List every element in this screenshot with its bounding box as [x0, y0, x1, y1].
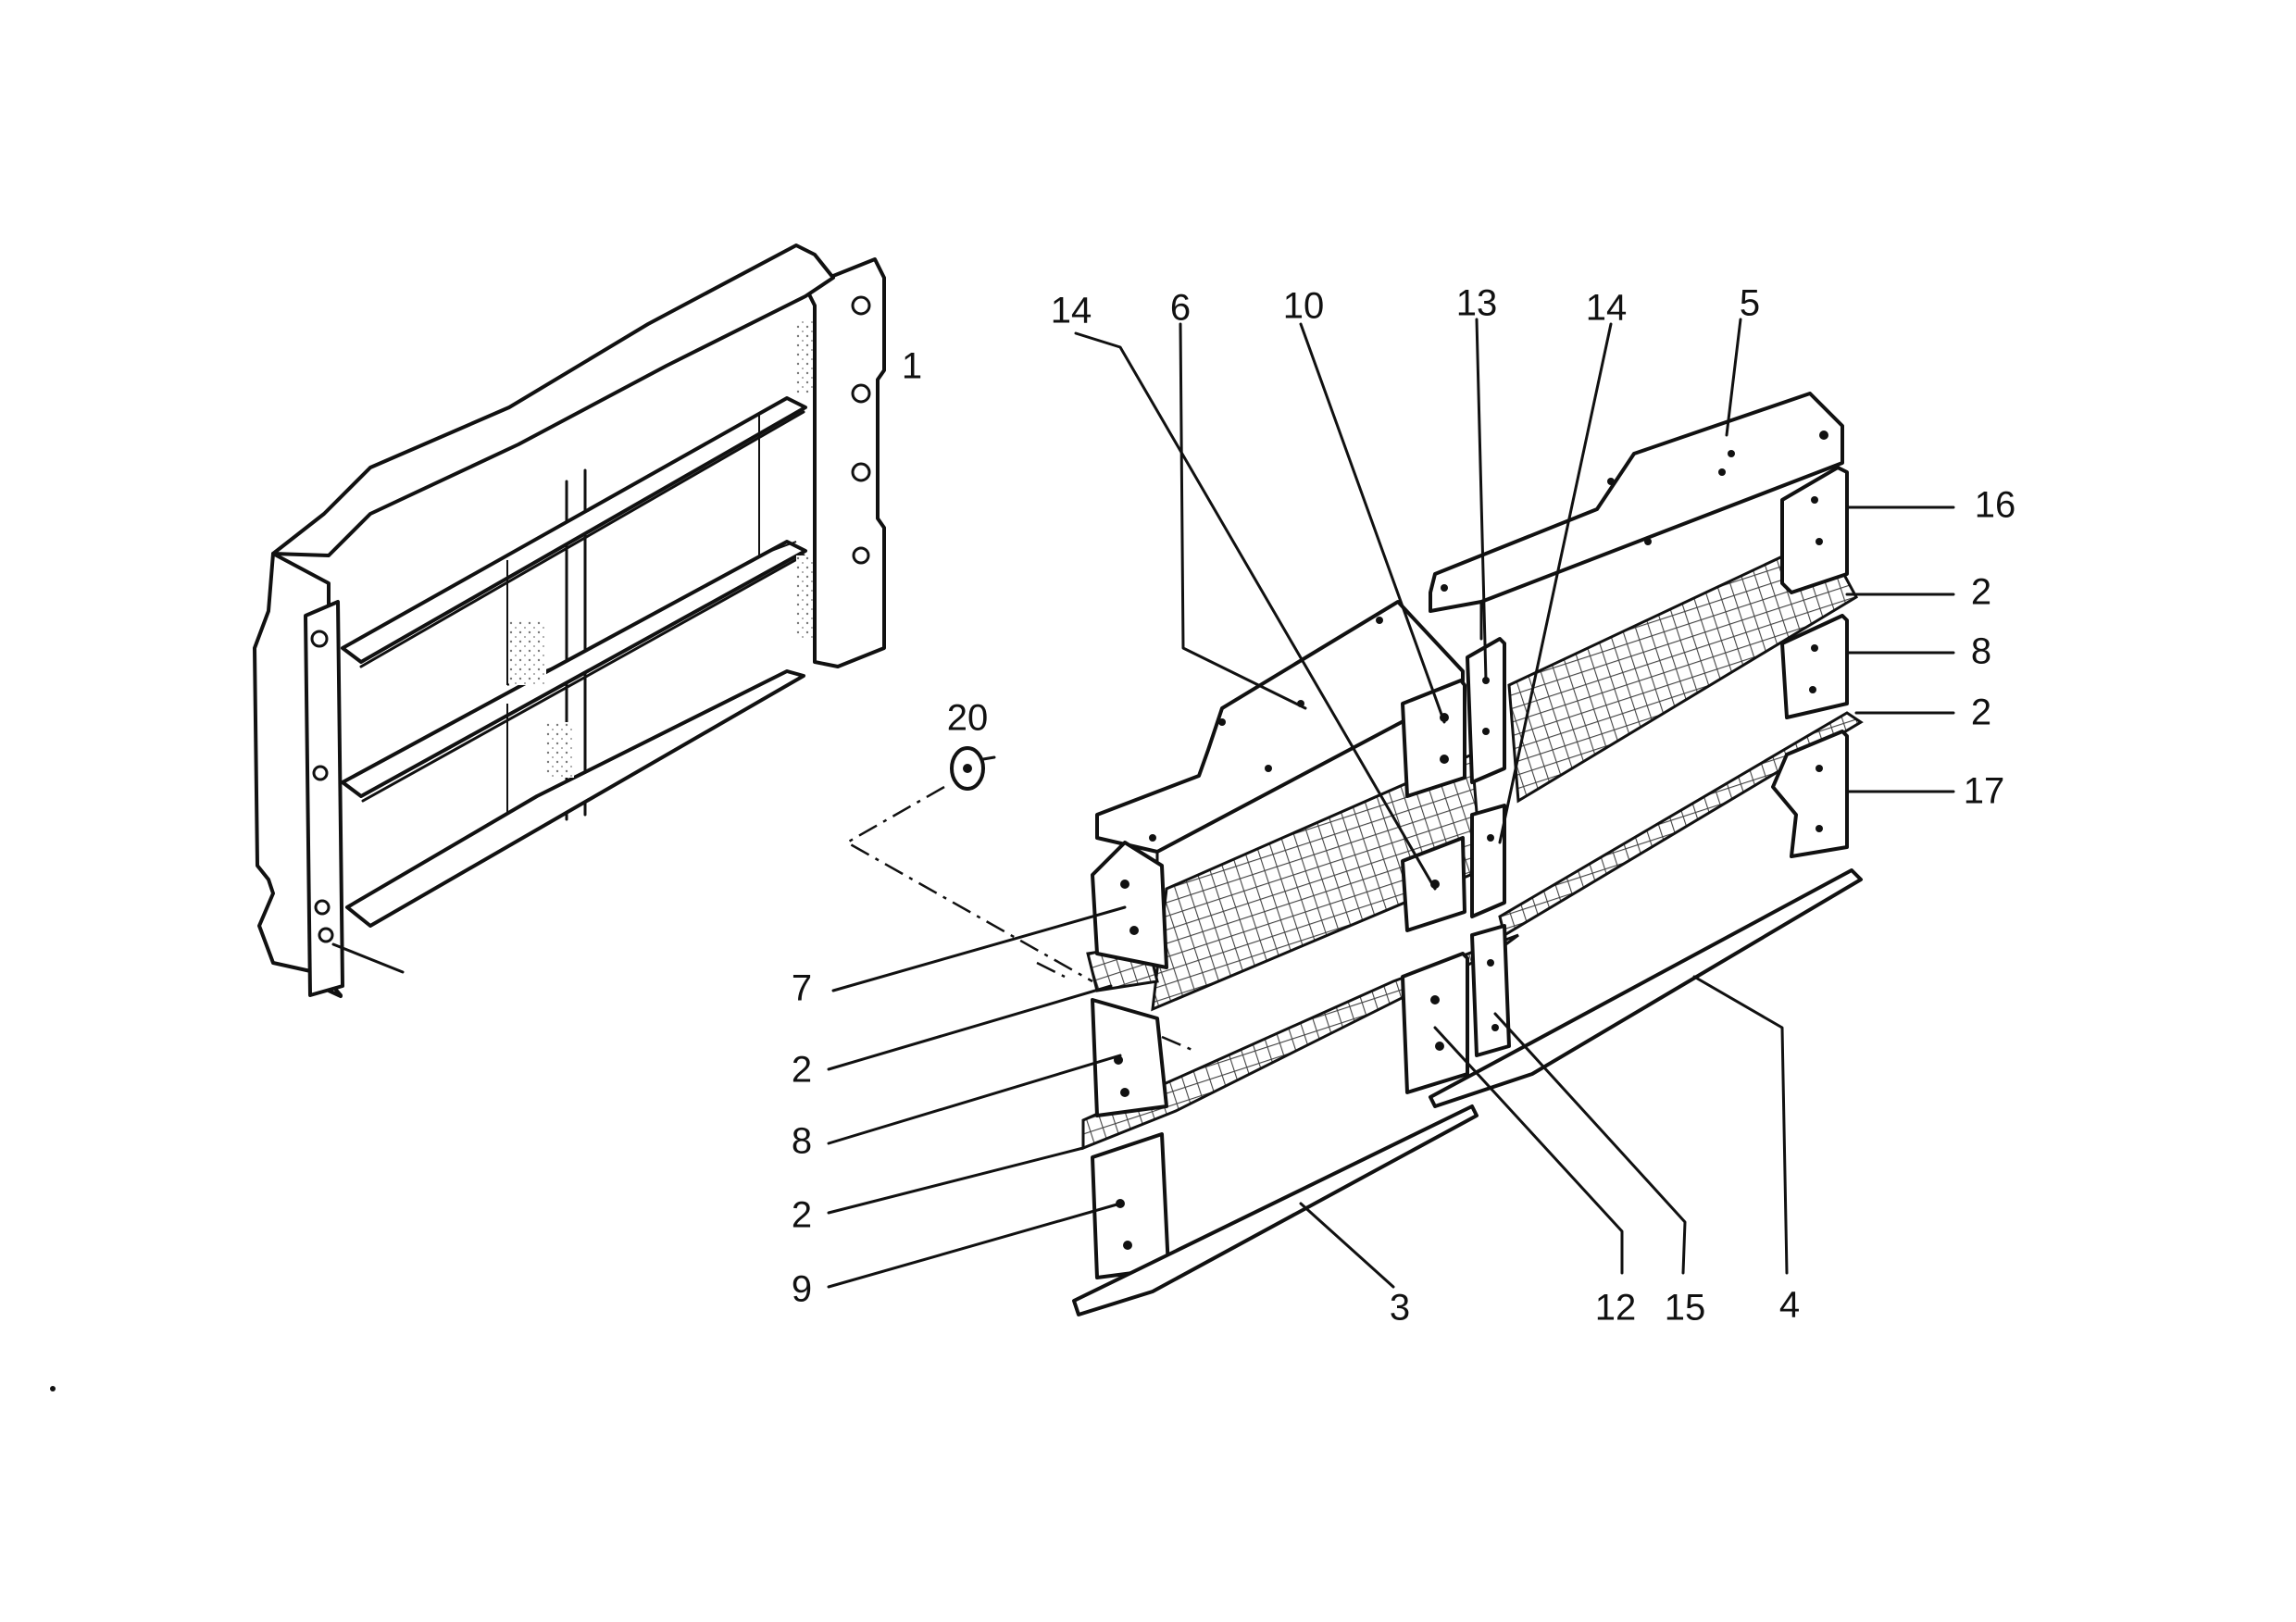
label-7: 7	[792, 968, 812, 1009]
label-2-right-upper: 2	[1971, 572, 1991, 613]
label-14-right: 14	[1586, 288, 1628, 329]
label-15: 15	[1665, 1288, 1706, 1329]
label-2-left-upper: 2	[792, 1050, 812, 1091]
label-10: 10	[1283, 286, 1325, 327]
frame-leader	[331, 942, 405, 974]
label-13: 13	[1456, 283, 1498, 324]
label-5: 5	[1740, 283, 1760, 324]
part-5-cover-right	[1429, 392, 1844, 641]
leader-lines	[827, 318, 1955, 1289]
label-3: 3	[1390, 1288, 1410, 1329]
label-12: 12	[1595, 1288, 1637, 1329]
screen-mesh-upper-right	[1507, 535, 1858, 804]
label-4: 4	[1779, 1285, 1800, 1326]
label-1: 1	[902, 346, 922, 387]
part-3-rail-left	[1072, 1104, 1479, 1316]
speck	[50, 1386, 56, 1391]
label-9: 9	[792, 1269, 812, 1310]
side-plates	[1091, 466, 1849, 1279]
label-14-left: 14	[1051, 291, 1092, 331]
label-6: 6	[1170, 288, 1191, 329]
label-20: 20	[947, 698, 989, 739]
label-8-left: 8	[792, 1121, 812, 1162]
part-20-cap	[950, 746, 996, 791]
label-17: 17	[1964, 771, 2005, 812]
label-2-right-lower: 2	[1971, 692, 1991, 733]
assembly-axis	[844, 785, 1195, 1053]
label-2-left-lower: 2	[792, 1195, 812, 1236]
label-16: 16	[1975, 485, 2016, 526]
label-8-right: 8	[1971, 631, 1991, 672]
assembled-frame	[253, 243, 886, 998]
